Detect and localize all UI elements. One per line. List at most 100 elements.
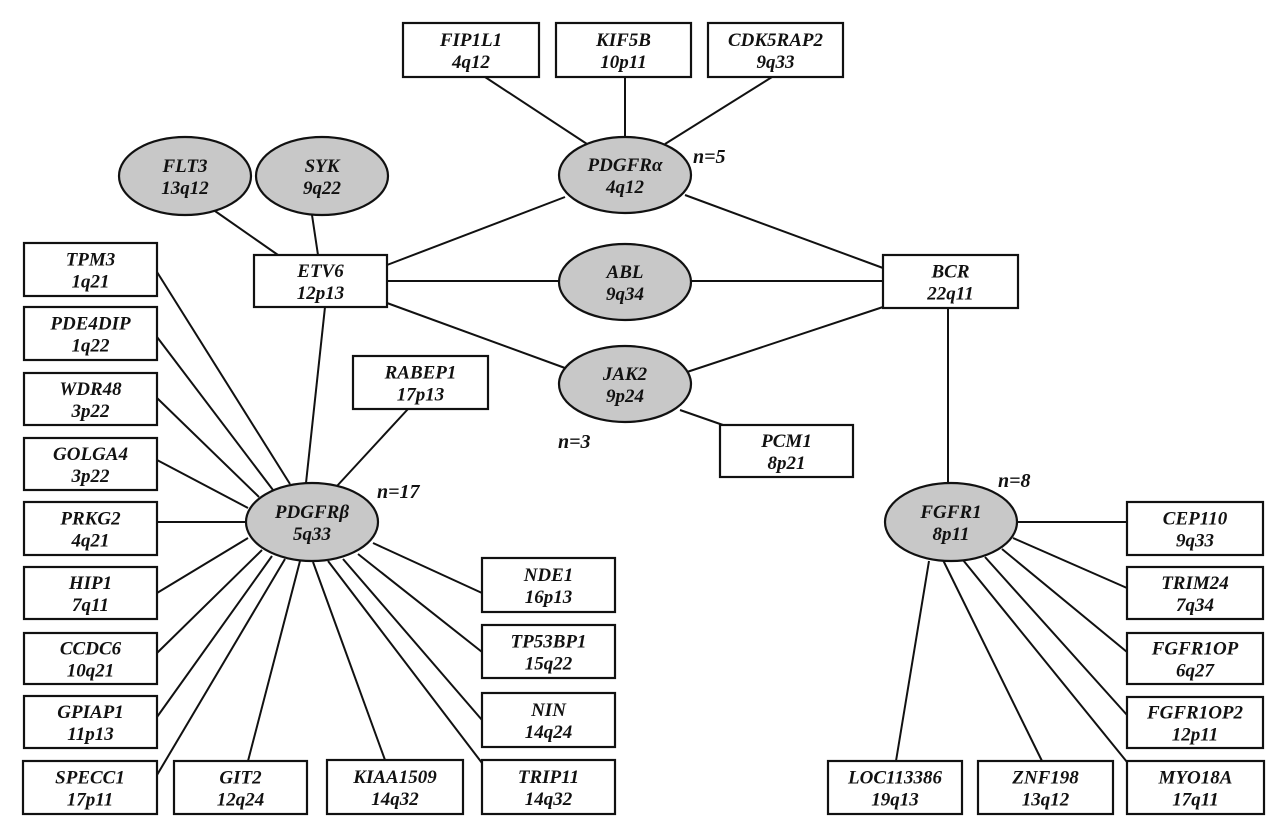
partner-box [480, 758, 617, 816]
partner-box [22, 694, 159, 750]
gene-name: TRIP11 [518, 767, 579, 788]
edge-trip11-pdgfrb [327, 560, 483, 764]
partner-box [22, 305, 159, 362]
kinase-ellipse [883, 481, 1019, 563]
chromosome-locus: 16p13 [525, 587, 573, 608]
chromosome-locus: 9q34 [606, 284, 644, 305]
edge-jak2-pcm1 [679, 409, 724, 426]
edge-nin-pdgfrb [342, 558, 483, 721]
gene-name: TPM3 [66, 250, 116, 271]
chromosome-locus: 12p13 [297, 283, 345, 304]
kinase-ellipse [254, 135, 390, 217]
edge-ccdc6-pdgfrb [156, 549, 263, 654]
gene-name: LOC113386 [847, 768, 942, 789]
partner-box [1125, 759, 1266, 816]
chromosome-locus: 7q11 [72, 595, 109, 616]
gene-name: PRKG2 [59, 509, 121, 530]
kinase-ellipse [557, 242, 693, 322]
count-annotation-fgfr1: n=8 [998, 470, 1031, 492]
partner-box [172, 759, 309, 816]
edge-pde4dip-pdgfrb [156, 336, 274, 491]
chromosome-locus: 10p11 [600, 52, 646, 73]
edge-etv6-jak2 [386, 302, 566, 369]
edge-gpiap1-pdgfrb [156, 555, 273, 718]
gene-name: ABL [606, 262, 644, 283]
chromosome-locus: 4q12 [605, 177, 645, 198]
partner-box [1125, 565, 1265, 621]
partner-box [325, 758, 465, 816]
chromosome-locus: 19q13 [871, 790, 919, 811]
edge-hip1-pdgfrb [156, 537, 249, 594]
gene-name: CEP110 [1163, 509, 1228, 530]
chromosome-locus: 3p22 [71, 401, 111, 422]
gene-name: NDE1 [523, 565, 574, 586]
gene-name: PDGFRβ [274, 502, 349, 523]
chromosome-locus: 22q11 [926, 284, 973, 305]
edge-layer [156, 76, 1128, 776]
gene-name: KIF5B [595, 30, 651, 51]
chromosome-locus: 14q32 [371, 789, 419, 810]
edge-fip1l1-pdgfra [484, 76, 588, 145]
edge-flt3-etv6 [214, 210, 279, 256]
partner-box [554, 21, 693, 79]
gene-name: HIP1 [68, 573, 112, 594]
chromosome-locus: 8p21 [768, 453, 806, 474]
chromosome-locus: 17q11 [1172, 790, 1218, 811]
chromosome-locus: 1q22 [72, 336, 111, 357]
gene-name: JAK2 [602, 364, 648, 385]
partner-box [480, 623, 617, 680]
partner-box [22, 436, 159, 492]
chromosome-locus: 10q21 [67, 661, 115, 682]
chromosome-locus: 9q33 [1176, 531, 1214, 552]
gene-name: SPECC1 [55, 768, 125, 789]
chromosome-locus: 4q21 [71, 531, 110, 552]
partner-box [351, 354, 490, 411]
edge-git2-pdgfrb [247, 560, 301, 762]
gene-name: GPIAP1 [57, 702, 124, 723]
gene-name: CDK5RAP2 [728, 30, 824, 51]
chromosome-locus: 9q33 [757, 52, 795, 73]
gene-name: FIP1L1 [439, 30, 502, 51]
chromosome-locus: 3p22 [71, 466, 111, 487]
edge-myo18a-fgfr1 [962, 559, 1128, 763]
partner-box [881, 253, 1020, 310]
gene-name: KIAA1509 [352, 767, 437, 788]
edge-jak2-bcr [686, 306, 884, 373]
